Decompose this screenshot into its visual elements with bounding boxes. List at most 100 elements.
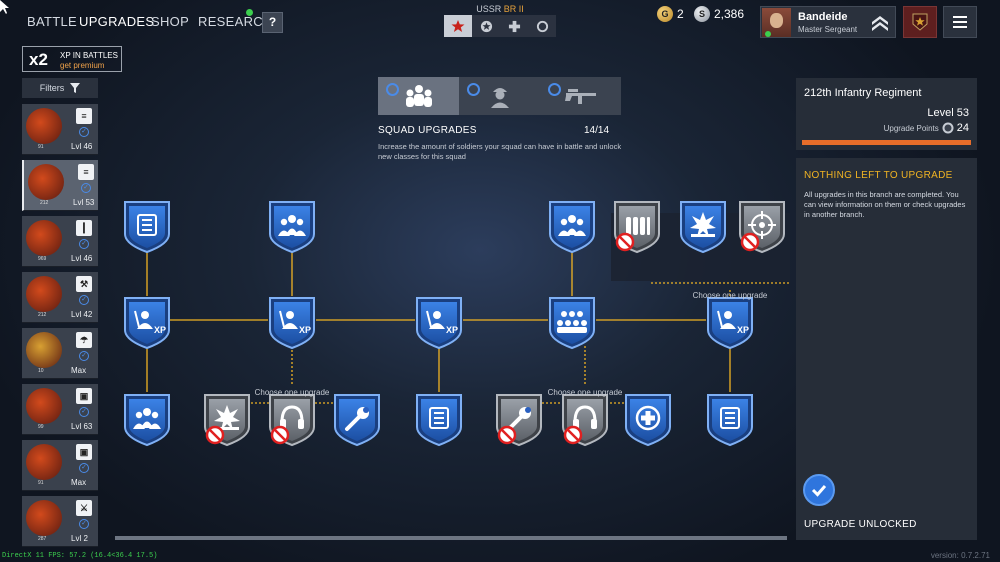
squad-card[interactable]: 91≡✓Lvl 46 — [22, 104, 98, 155]
squad-size-upgrade-node[interactable] — [549, 297, 595, 350]
tab-medal[interactable] — [472, 15, 500, 37]
mechanic-upgrade-node[interactable] — [334, 394, 380, 447]
ammo-upgrade-locked-node[interactable] — [614, 201, 660, 254]
squad-size-upgrade-node[interactable] — [124, 201, 170, 254]
player-profile[interactable]: Bandeide Master Sergeant — [760, 6, 896, 38]
player-name: Bandeide — [798, 11, 848, 23]
regiment-level: Level 53 — [927, 107, 969, 119]
xp-upgrade-node[interactable]: XP — [707, 297, 753, 350]
squad-size-upgrade-node[interactable] — [416, 394, 462, 447]
xp-upgrade-node[interactable]: XP — [124, 297, 170, 350]
radio-upgrade-locked-node[interactable] — [269, 394, 315, 447]
xp-upgrade-node[interactable]: XP — [416, 297, 462, 350]
squad-emblem-icon — [26, 332, 62, 368]
check-icon: ✓ — [79, 407, 89, 417]
squad-level: Lvl 53 — [73, 198, 95, 207]
upgrade-points: Upgrade Points 24 — [883, 122, 969, 134]
scrollbar-thumb[interactable] — [115, 536, 787, 540]
squad-card[interactable]: 10☂✓Max — [22, 328, 98, 379]
tab-circle[interactable] — [528, 15, 556, 37]
xp-upgrade-node[interactable]: XP — [269, 297, 315, 350]
squad-number: 287 — [38, 536, 47, 542]
squad-card[interactable]: 91▣✓Max — [22, 440, 98, 491]
regiment-progress-bar — [802, 140, 971, 145]
avatar — [762, 8, 791, 37]
engineer-upgrade-node[interactable] — [680, 201, 726, 254]
squad-class-icon: ⚒ — [76, 276, 92, 292]
unlocked-check-icon — [803, 474, 835, 506]
check-icon — [467, 83, 480, 96]
choose-one-label: Choose one upgrade — [255, 388, 330, 397]
rank-chevron-icon[interactable] — [866, 8, 894, 36]
engineer-upgrade-locked-node[interactable] — [204, 394, 250, 447]
branch-tabs — [378, 77, 621, 115]
squad-number: 91 — [38, 144, 44, 150]
help-button[interactable]: ? — [262, 12, 283, 33]
locked-icon — [497, 425, 517, 445]
regiment-info: 212th Infantry Regiment Level 53 Upgrade… — [796, 78, 977, 150]
tab-soldier-upgrades[interactable] — [459, 77, 540, 115]
nav-battle[interactable]: BATTLE — [27, 14, 77, 29]
shield-fill — [421, 302, 457, 344]
regiment-name: 212th Infantry Regiment — [804, 87, 922, 99]
nav-upgrades[interactable]: UPGRADES — [79, 14, 155, 29]
squad-card[interactable]: 212⚒✓Lvl 42 — [22, 272, 98, 323]
squad-class-icon: ▣ — [76, 388, 92, 404]
squad-size-upgrade-node[interactable] — [707, 394, 753, 447]
radio-upgrade-locked-node[interactable] — [562, 394, 608, 447]
tab-squad-upgrades[interactable] — [378, 77, 459, 115]
choose-one-label: Choose one upgrade — [548, 388, 623, 397]
shield-fill — [274, 206, 310, 248]
filter-funnel-icon — [70, 83, 81, 93]
locked-icon — [563, 425, 583, 445]
squad-card[interactable]: 287⚔✓Lvl 2 — [22, 496, 98, 547]
squad-card[interactable]: 969┃✓Lvl 46 — [22, 216, 98, 267]
shield-fill — [554, 206, 590, 248]
mechanic-upgrade-locked-node[interactable] — [496, 394, 542, 447]
xp-multiplier: x2 — [29, 50, 48, 69]
squad-level: Lvl 46 — [71, 142, 93, 151]
soldier-icon — [490, 88, 509, 108]
nav-shop[interactable]: SHOP — [151, 14, 190, 29]
version-label: version: 0.7.2.71 — [930, 551, 990, 560]
branch-title: SQUAD UPGRADES — [378, 125, 477, 136]
medal-star-icon — [480, 20, 492, 32]
squad-emblem-icon — [26, 444, 62, 480]
xp-bonus-label: XP IN BATTLES — [60, 51, 118, 60]
branch-description: Increase the amount of soldiers your squ… — [378, 142, 622, 161]
squad-emblem-icon — [28, 164, 64, 200]
tab-star[interactable] — [444, 15, 472, 37]
tab-weapon-upgrades[interactable] — [540, 77, 621, 115]
check-icon — [548, 83, 561, 96]
tab-cross[interactable] — [500, 15, 528, 37]
xp-label: XP — [446, 325, 458, 335]
squad-size-upgrade-node[interactable] — [124, 394, 170, 447]
squad-card[interactable]: 99▣✓Lvl 63 — [22, 384, 98, 435]
horizontal-scrollbar[interactable] — [115, 536, 787, 540]
medal-button[interactable] — [903, 6, 937, 38]
squad-class-icon: ▣ — [76, 444, 92, 460]
shield-fill — [129, 399, 165, 441]
gold-coin-icon: G — [657, 6, 673, 22]
get-premium-link[interactable]: get premium — [60, 61, 105, 70]
sniper-upgrade-locked-node[interactable] — [739, 201, 785, 254]
squad-emblem-icon — [26, 500, 62, 536]
circle-icon — [536, 20, 548, 32]
locked-icon — [270, 425, 290, 445]
squad-size-upgrade-node[interactable] — [549, 201, 595, 254]
nation-label: USSR BR II — [476, 4, 524, 14]
branch-progress: 14/14 — [584, 125, 610, 136]
squad-card[interactable]: 212≡✓Lvl 53 — [22, 160, 98, 211]
check-icon: ✓ — [79, 351, 89, 361]
xp-label: XP — [154, 325, 166, 335]
squad-size-upgrade-node[interactable] — [269, 201, 315, 254]
menu-button[interactable] — [943, 6, 977, 38]
filters-button[interactable]: Filters — [22, 78, 98, 98]
info-text: All upgrades in this branch are complete… — [804, 190, 966, 219]
xp-bonus-banner[interactable]: x2 XP IN BATTLES get premium — [22, 46, 122, 72]
squad-level: Max — [71, 366, 87, 375]
weapon-icon — [564, 89, 596, 104]
medic-upgrade-node[interactable] — [625, 394, 671, 447]
nav-research[interactable]: RESEARCH — [198, 14, 273, 29]
player-rank: Master Sergeant — [798, 25, 858, 34]
